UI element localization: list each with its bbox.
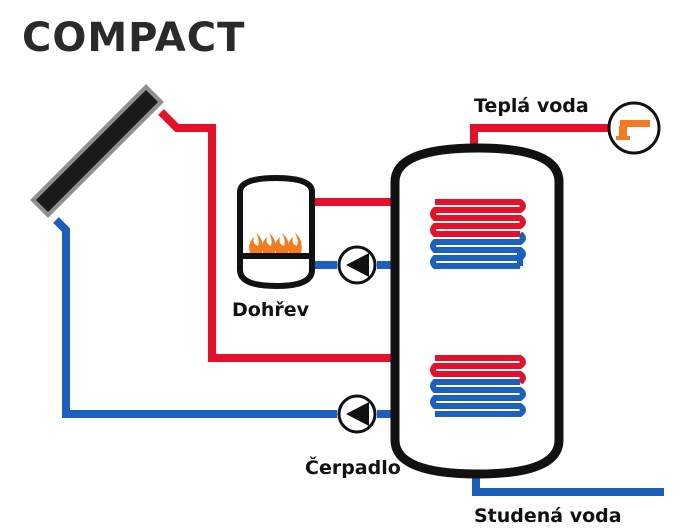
- cold-water-label: Studená voda: [474, 505, 622, 527]
- pump-icon: [337, 245, 377, 285]
- heat-exchanger-coil-icon: [430, 199, 526, 269]
- hot-water-label: Teplá voda: [474, 95, 589, 117]
- flame-icon: [249, 233, 302, 253]
- aux-heater-label: Dohřev: [232, 299, 309, 321]
- pump-icon: [337, 394, 377, 434]
- hot-pipe-solar-supply: [158, 109, 435, 362]
- boiler-icon: [237, 174, 315, 290]
- solar-collector-icon: [30, 84, 164, 218]
- storage-tank-icon: [390, 143, 564, 479]
- diagram-title: COMPACT: [22, 15, 246, 61]
- cold-pipe-solar-return: [53, 217, 337, 418]
- heat-exchanger-coil-icon: [430, 355, 526, 417]
- pump-label: Čerpadlo: [305, 457, 401, 479]
- faucet-icon: [607, 101, 661, 155]
